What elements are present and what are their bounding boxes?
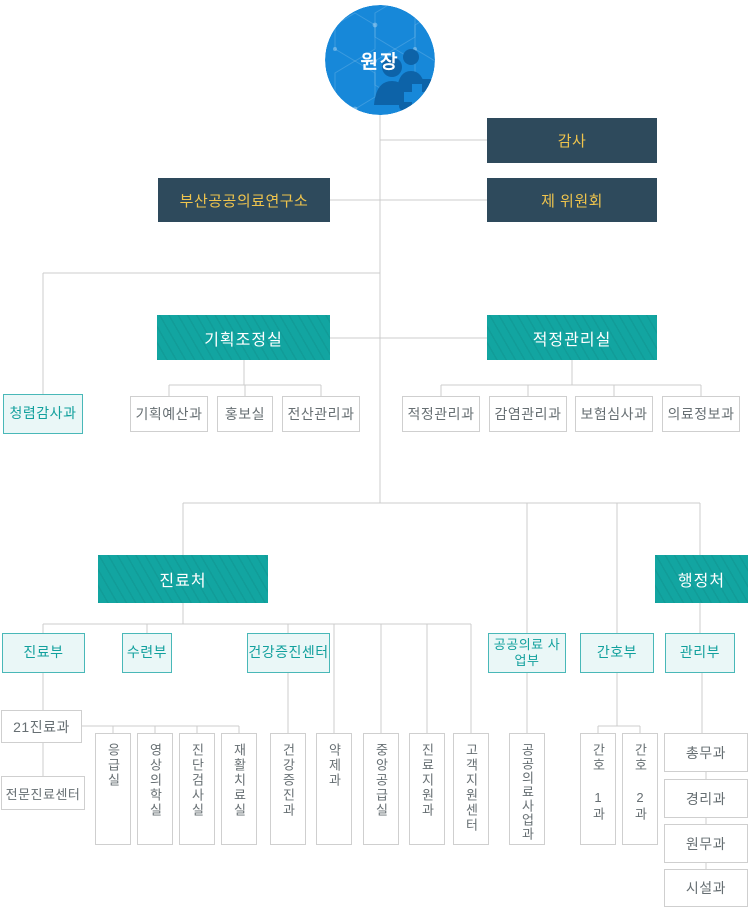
node-specialized-center: 전문진료센터: [1, 776, 85, 810]
node-radiology: 영상의학실: [137, 733, 173, 845]
node-research-institute: 부산공공의료연구소: [158, 178, 330, 222]
node-general-affairs: 총무과: [664, 733, 748, 772]
node-integrity-audit: 청렴감사과: [3, 394, 83, 434]
node-nursing-dept: 간호부: [580, 633, 654, 673]
node-training-dept: 수련부: [122, 633, 172, 673]
medical-cross-icon: [404, 84, 430, 110]
node-public-relations: 홍보실: [217, 396, 273, 432]
node-planning-budget: 기획예산과: [130, 396, 208, 432]
node-customer-support: 고객지원센터: [453, 733, 489, 845]
node-appropriate-mgmt: 적정관리과: [402, 396, 480, 432]
node-medical-dept: 진료부: [2, 633, 85, 673]
node-health-promotion-center: 건강증진센터: [247, 633, 330, 673]
node-accounting: 경리과: [664, 779, 748, 818]
director-label: 원장: [360, 51, 400, 73]
director-node-background: [325, 5, 435, 115]
node-management-dept: 관리부: [665, 633, 735, 673]
node-patient-affairs: 원무과: [664, 824, 748, 863]
node-planning-office: 기획조정실: [157, 315, 330, 360]
node-nursing-1: 간호 1과: [580, 733, 616, 845]
node-admin-division: 행정처: [655, 555, 748, 603]
director-node: [325, 5, 435, 115]
node-central-supply: 중앙공급실: [363, 733, 399, 845]
node-infection-control: 감염관리과: [489, 396, 567, 432]
node-nursing-2: 간호 2과: [622, 733, 658, 845]
node-insurance-review: 보험심사과: [575, 396, 653, 432]
node-public-medical-dept: 공공의료 사업부: [488, 633, 566, 673]
node-rehabilitation: 재활치료실: [221, 733, 257, 845]
node-21-clinics: 21진료과: [1, 710, 82, 743]
node-medical-division: 진료처: [98, 555, 268, 603]
node-pharmacy: 약제과: [316, 733, 352, 845]
node-diagnostic-lab: 진단검사실: [179, 733, 215, 845]
node-medical-info: 의료정보과: [662, 396, 740, 432]
node-audit: 감사: [487, 118, 657, 163]
node-appropriate-office: 적정관리실: [487, 315, 657, 360]
node-medical-support: 진료지원과: [409, 733, 445, 845]
node-emergency-room: 응급실: [95, 733, 131, 845]
node-health-promotion: 건강증진과: [270, 733, 306, 845]
node-public-medical-service: 공공의료사업과: [509, 733, 545, 845]
node-it-management: 전산관리과: [282, 396, 360, 432]
node-committee: 제 위원회: [487, 178, 657, 222]
node-facilities: 시설과: [664, 869, 748, 907]
